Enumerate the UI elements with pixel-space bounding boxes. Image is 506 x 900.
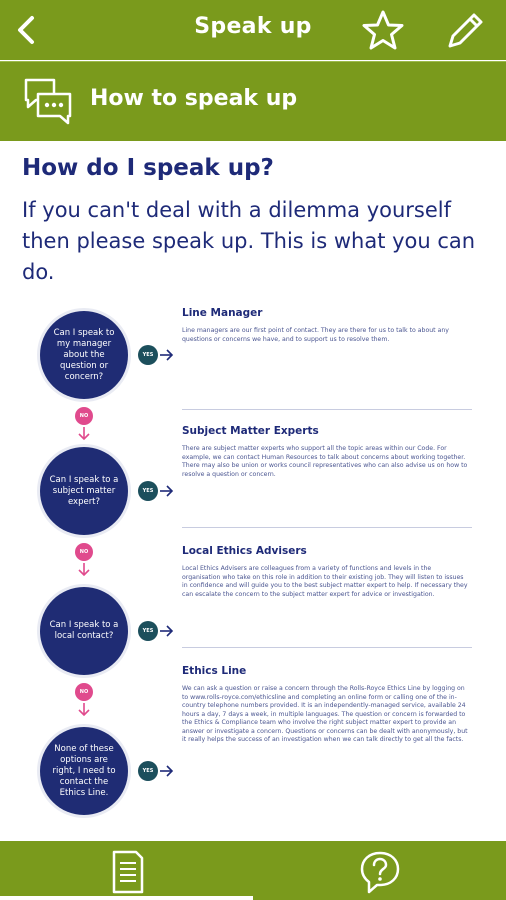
arrow-right-icon	[160, 765, 174, 777]
no-badge: NO	[75, 683, 93, 701]
info-title: Subject Matter Experts	[182, 425, 319, 437]
info-block: Subject Matter Experts There are subject…	[182, 425, 470, 479]
arrow-right-icon	[160, 625, 174, 637]
section-header: How to speak up	[0, 61, 506, 142]
info-block: Local Ethics Advisers Local Ethics Advis…	[182, 545, 470, 599]
app-bar: Speak up	[0, 0, 506, 60]
yes-badge: YES	[138, 761, 158, 781]
speak-up-flowchart: Can I speak to my manager about the ques…	[30, 299, 480, 839]
yes-badge: YES	[138, 481, 158, 501]
help-icon[interactable]	[358, 849, 402, 895]
arrow-right-icon	[160, 349, 174, 361]
arrow-down-icon	[78, 427, 90, 441]
chat-bubbles-icon	[24, 78, 72, 125]
page-heading: How do I speak up?	[22, 155, 274, 181]
question-circle: None of these options are right, I need …	[40, 727, 128, 815]
arrow-down-icon	[78, 703, 90, 717]
yes-badge: YES	[138, 621, 158, 641]
info-block: Ethics Line We can ask a question or rai…	[182, 665, 470, 745]
question-circle: Can I speak to a subject matter expert?	[40, 447, 128, 535]
document-icon[interactable]	[108, 849, 148, 895]
no-badge: NO	[75, 543, 93, 561]
info-text: There are subject matter experts who sup…	[182, 445, 468, 478]
section-title: How to speak up	[90, 86, 298, 111]
bottom-navigation	[0, 841, 506, 900]
content-area: How do I speak up? If you can't deal wit…	[0, 141, 506, 841]
divider	[182, 647, 472, 648]
question-circle: Can I speak to my manager about the ques…	[40, 311, 128, 399]
info-text: Line managers are our first point of con…	[182, 327, 449, 343]
yes-badge: YES	[138, 345, 158, 365]
no-badge: NO	[75, 407, 93, 425]
info-text: Local Ethics Advisers are colleagues fro…	[182, 565, 468, 598]
selected-tab-indicator	[0, 896, 253, 900]
app-title: Speak up	[194, 14, 312, 39]
info-title: Local Ethics Advisers	[182, 545, 307, 557]
info-title: Line Manager	[182, 307, 263, 319]
divider	[182, 409, 472, 410]
info-block: Line Manager Line managers are our first…	[182, 307, 470, 344]
arrow-down-icon	[78, 563, 90, 577]
intro-text: If you can't deal with a dilemma yoursel…	[22, 198, 476, 284]
back-arrow-icon[interactable]	[8, 10, 48, 50]
pencil-icon[interactable]	[442, 8, 488, 54]
divider	[182, 527, 472, 528]
question-circle: Can I speak to a local contact?	[40, 587, 128, 675]
arrow-right-icon	[160, 485, 174, 497]
star-icon[interactable]	[360, 8, 406, 54]
info-title: Ethics Line	[182, 665, 247, 677]
info-text: We can ask a question or raise a concern…	[182, 685, 468, 743]
